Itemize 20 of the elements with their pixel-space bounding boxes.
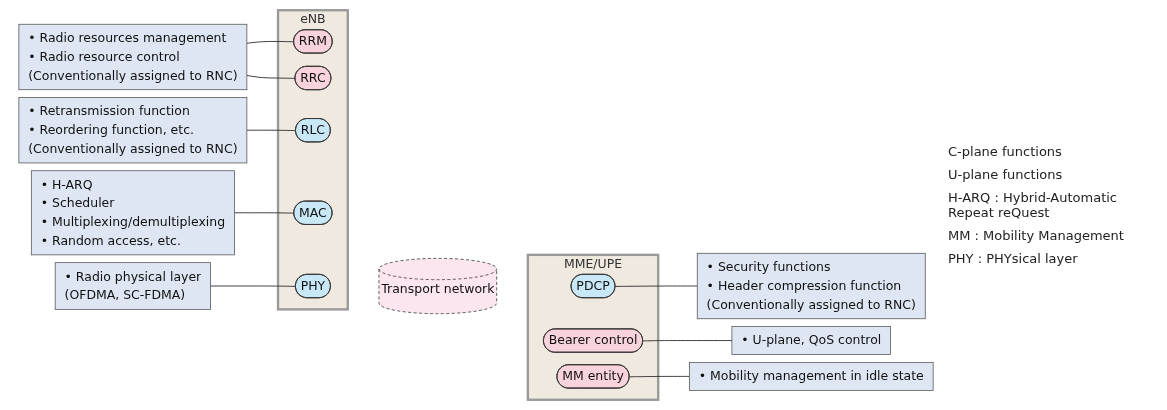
node-box: • U-plane, QoS control bbox=[731, 326, 891, 355]
connector bbox=[233, 212, 295, 214]
note-text: MM : Mobility Management bbox=[948, 228, 1125, 243]
connector bbox=[642, 340, 733, 342]
connector bbox=[246, 75, 296, 79]
node-box: • Security functions • Header compression function (Conventionally assigned to RNC) bbox=[696, 252, 926, 320]
connector bbox=[629, 375, 690, 378]
note-text: H-ARQ : Hybrid-Automatic Repeat reQuest bbox=[948, 190, 1118, 220]
node-box: • H-ARQ • Scheduler • Multiplexing/demultiplexing • Random access, etc. bbox=[30, 170, 235, 256]
connector bbox=[210, 285, 297, 287]
connector bbox=[246, 40, 295, 44]
note-text: PHY : PHYsical layer bbox=[948, 251, 1079, 266]
connector bbox=[614, 285, 698, 287]
note-text: U-plane functions bbox=[948, 167, 1064, 182]
node-box: • Radio physical layer (OFDMA, SC-FDMA) bbox=[54, 262, 211, 310]
node-box: • Retransmission function • Reordering function, etc. (Conventionally assigned to RNC) bbox=[18, 97, 248, 164]
connector bbox=[246, 129, 297, 132]
node-box: • Radio resources management • Radio resource control (Conventionally assigned to RNC) bbox=[18, 23, 248, 91]
node-box: • Mobility management in idle state bbox=[689, 362, 934, 391]
note-text: C-plane functions bbox=[948, 144, 1063, 159]
